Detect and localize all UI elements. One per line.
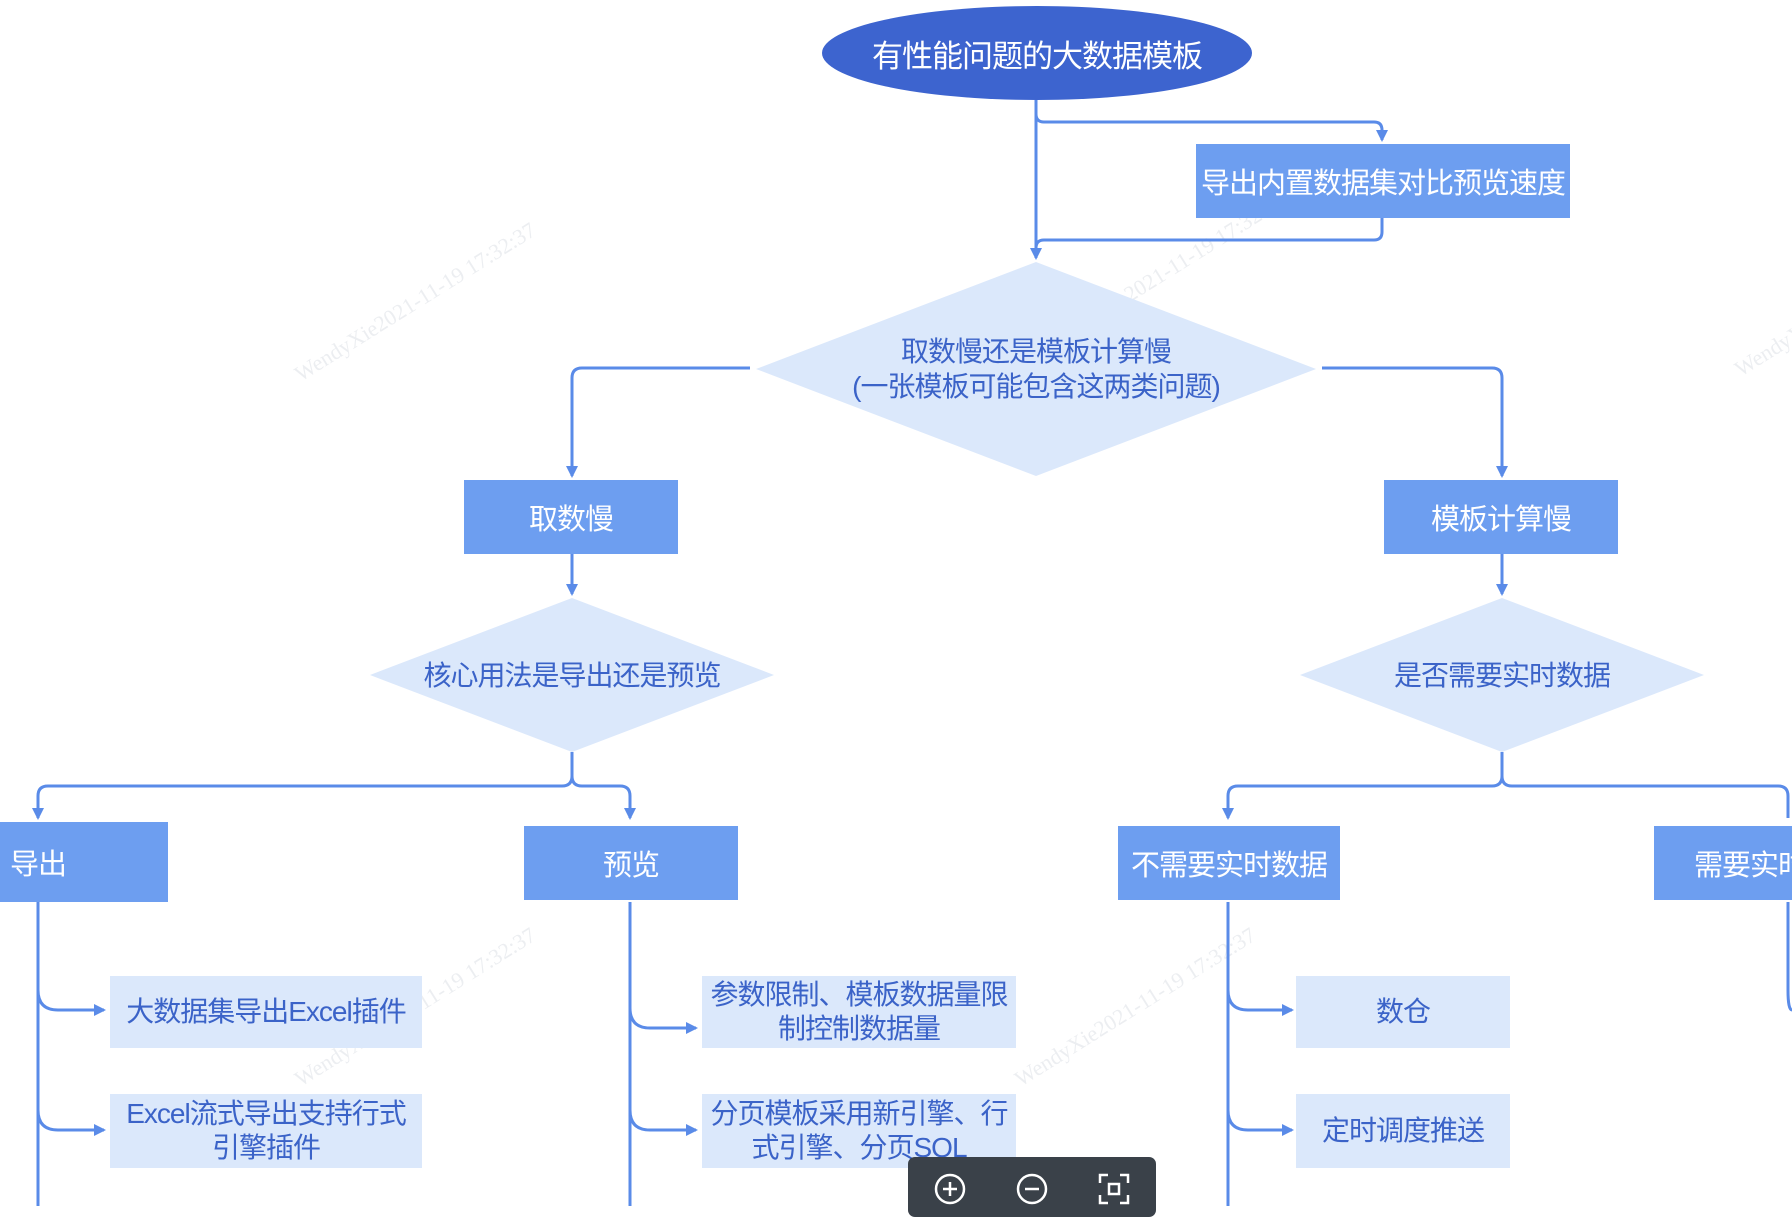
preview-engine-node: 分页模板采用新引擎、行 式引擎、分页SQL [702, 1094, 1016, 1168]
preview-label: 预览 [602, 850, 660, 882]
export-plugin2-node: Excel流式导出支持行式 引擎插件 [110, 1094, 422, 1168]
connector-export-to-plugin2 [36, 1109, 106, 1136]
export-compare-node: 导出内置数据集对比预览速度 [1196, 144, 1570, 218]
export-plugin2-line1: Excel流式导出支持行式 [126, 1098, 406, 1130]
decision-realtime-label: 是否需要实时数据 [1393, 659, 1611, 691]
template-calc-slow-label: 模板计算慢 [1430, 504, 1572, 536]
connector-preview-to-limit [628, 1007, 698, 1034]
export-compare-label: 导出内置数据集对比预览速度 [1200, 168, 1566, 200]
preview-engine-line1: 分页模板采用新引擎、行 [710, 1098, 1008, 1130]
connector-export-to-plugin1 [36, 989, 106, 1016]
zoom-toolbar [908, 1157, 1156, 1217]
export-plugin2-line2: 引擎插件 [211, 1132, 321, 1163]
export-plugin1-node: 大数据集导出Excel插件 [110, 976, 422, 1048]
need-realtime-node: 需要实时数据 [1654, 826, 1792, 900]
connector-norealtime-to-push [1226, 1109, 1294, 1136]
preview-limit-line1: 参数限制、模板数据量限 [710, 979, 1008, 1011]
connector-preview-to-engine [628, 1109, 698, 1136]
zoom-out-icon [1016, 1173, 1048, 1205]
template-calc-slow-node: 模板计算慢 [1384, 480, 1618, 554]
decision-main-line2: (一张模板可能包含这两类问题) [852, 371, 1221, 402]
decision-realtime: 是否需要实时数据 [1300, 598, 1704, 752]
fit-screen-button[interactable] [1096, 1171, 1132, 1207]
connector-usage-to-export [32, 752, 574, 820]
no-realtime-label: 不需要实时数据 [1130, 850, 1328, 882]
warehouse-label: 数仓 [1375, 996, 1431, 1028]
export-label: 导出 [10, 849, 67, 881]
connector-decision-to-fetch [566, 366, 750, 478]
export-node: 导出 [0, 822, 168, 902]
slow-fetch-label: 取数慢 [528, 504, 614, 536]
connector-decision-to-calc [1322, 366, 1508, 478]
export-plugin1-label: 大数据集导出Excel插件 [126, 996, 406, 1028]
connector-realtime-to-yes [1500, 775, 1790, 818]
preview-limit-line2: 制控制数据量 [777, 1013, 941, 1044]
zoom-in-icon [934, 1173, 966, 1205]
root-label: 有性能问题的大数据模板 [872, 38, 1203, 74]
warehouse-node: 数仓 [1296, 976, 1510, 1048]
decision-usage: 核心用法是导出还是预览 [370, 598, 774, 752]
decision-usage-label: 核心用法是导出还是预览 [423, 659, 721, 691]
connector-realtime-to-no [1222, 752, 1504, 820]
connector-usage-to-preview [570, 775, 636, 820]
scheduled-push-node: 定时调度推送 [1296, 1094, 1510, 1168]
scheduled-push-label: 定时调度推送 [1321, 1115, 1485, 1147]
zoom-out-button[interactable] [1014, 1171, 1050, 1207]
slow-fetch-node: 取数慢 [464, 480, 678, 554]
preview-node: 预览 [524, 826, 738, 900]
decision-main-line1: 取数慢还是模板计算慢 [900, 336, 1172, 367]
connector-compare-return [1034, 218, 1384, 249]
connector-root-to-compare [1034, 100, 1388, 142]
connector-realtime-trunk [1786, 902, 1792, 1012]
preview-limit-node: 参数限制、模板数据量限 制控制数据量 [702, 976, 1016, 1048]
fit-screen-icon [1098, 1173, 1130, 1205]
root-node: 有性能问题的大数据模板 [822, 6, 1252, 100]
no-realtime-node: 不需要实时数据 [1118, 826, 1340, 900]
decision-main: 取数慢还是模板计算慢 (一张模板可能包含这两类问题) [756, 262, 1316, 476]
need-realtime-label: 需要实时数据 [1694, 850, 1792, 882]
zoom-in-button[interactable] [932, 1171, 968, 1207]
connector-norealtime-to-warehouse [1226, 989, 1294, 1016]
